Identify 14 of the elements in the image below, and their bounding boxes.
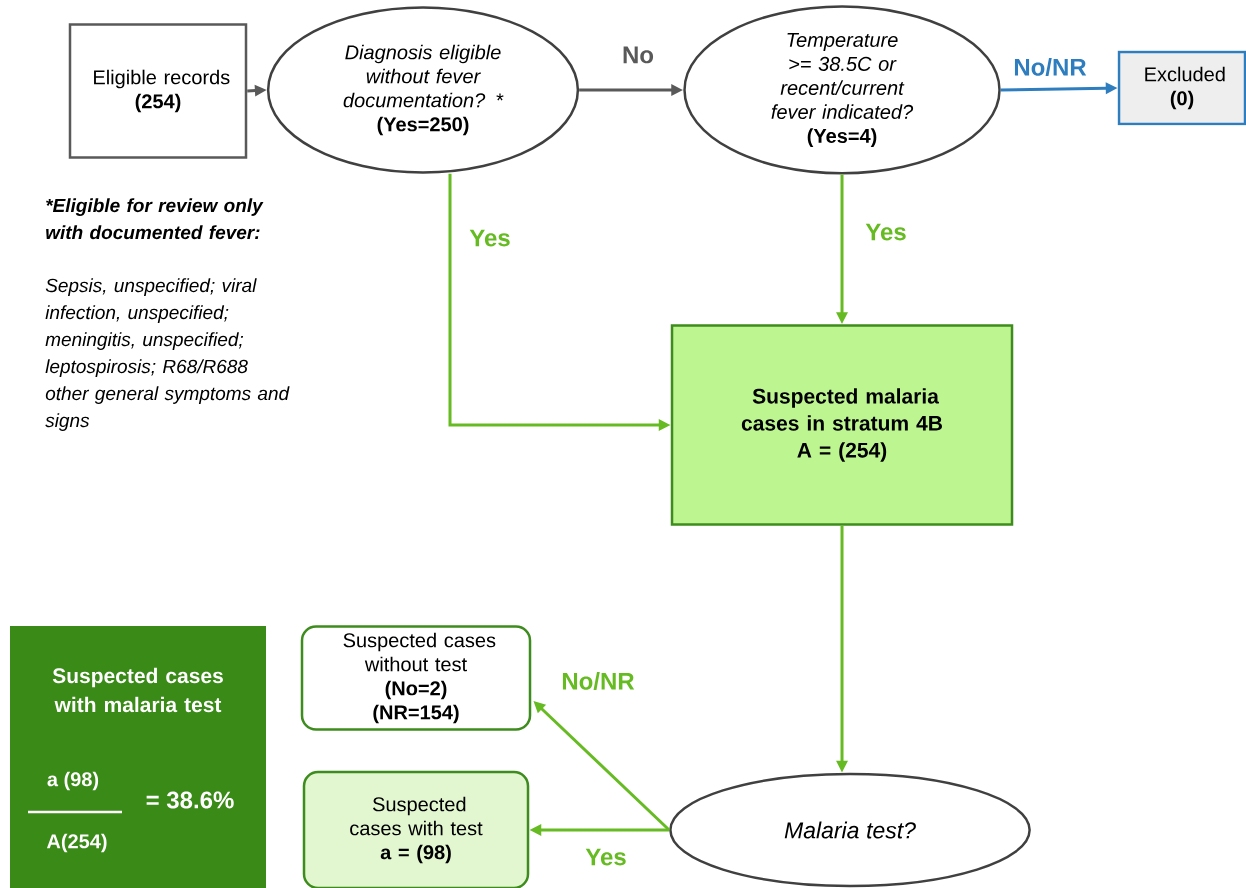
process-box: Eligible records (254): [68, 23, 248, 159]
result-box: Suspected malaria cases in stratum 4B A = (254): [670, 324, 1014, 526]
excluded-box: Excluded (0): [1117, 50, 1246, 126]
edge-label: Yes: [863, 221, 909, 243]
edge-label: Yes: [467, 227, 513, 249]
edge-label: No/NR: [1011, 56, 1089, 78]
edge-label: No/NR: [559, 670, 637, 692]
outcome-box: Suspected cases with test a = (98): [302, 770, 530, 888]
note-heading: *Eligible for review only with documented fever:: [46, 198, 264, 240]
summary-box: Suspected cases with malaria test a (98) A(254) = 38.6%: [10, 626, 266, 888]
note-text: Sepsis, unspecified; viral infection, unspecified; meningitis, unspecified; leptospirosis; R68/R688 other general symptoms and signs: [45, 278, 290, 431]
edge-label: No: [620, 44, 656, 66]
outcome-box: Suspected cases without test (No=2) (NR=154): [300, 625, 532, 731]
edge-label: Yes: [583, 846, 629, 868]
